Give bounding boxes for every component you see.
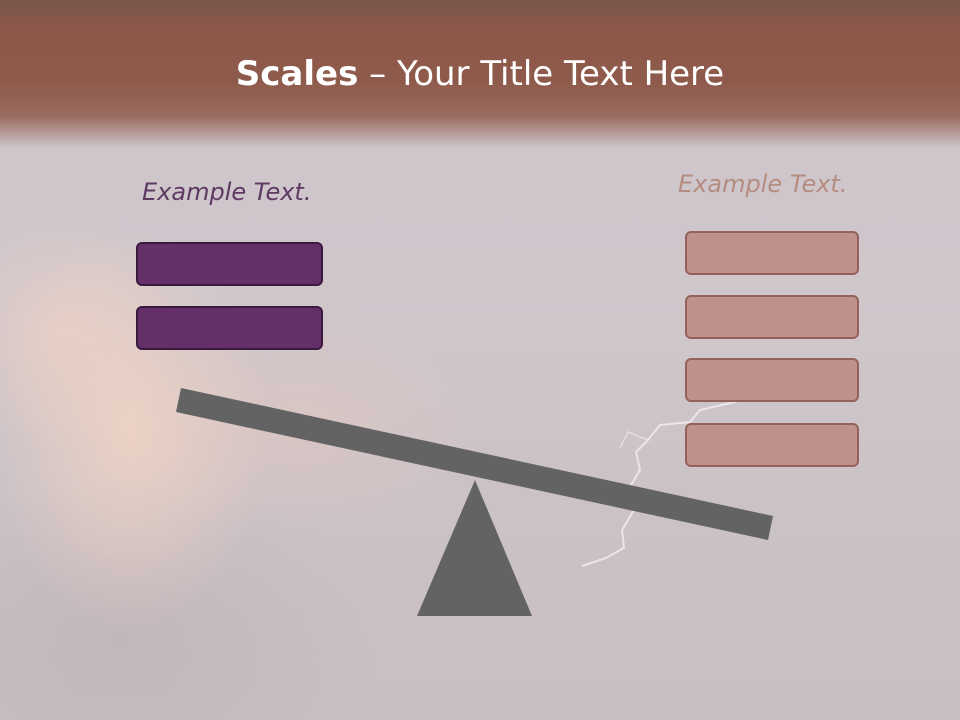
left-box-1 — [136, 242, 323, 286]
right-caption: Example Text. — [678, 170, 848, 198]
left-box-2 — [136, 306, 323, 350]
scale-beam — [176, 388, 773, 540]
title-bar — [0, 0, 960, 148]
title-rest: – Your Title Text Here — [358, 54, 725, 94]
right-box-4 — [685, 423, 859, 467]
title-bold: Scales — [235, 54, 359, 94]
left-caption: Example Text. — [142, 178, 312, 206]
right-box-1 — [685, 231, 859, 275]
right-box-3 — [685, 358, 859, 402]
slide-title: Scales – Your Title Text Here — [0, 52, 960, 96]
right-box-2 — [685, 295, 859, 339]
scale-fulcrum — [417, 480, 532, 616]
